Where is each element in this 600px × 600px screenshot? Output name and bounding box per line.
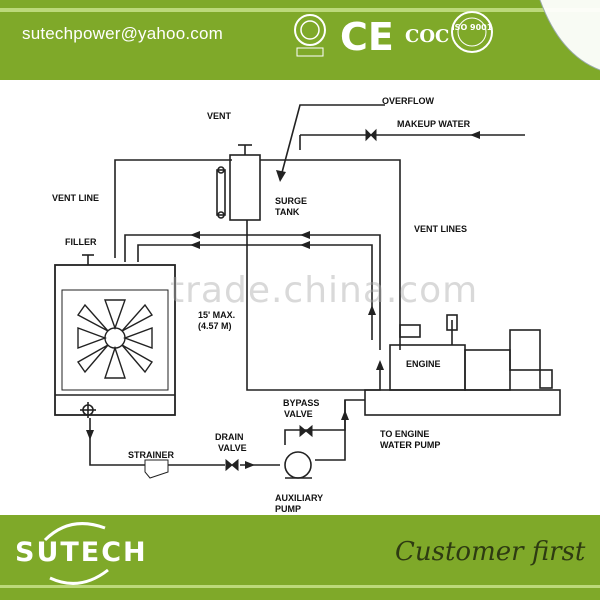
- label-bypass-2: VALVE: [284, 409, 313, 419]
- company-logo: SUTECH: [15, 537, 148, 568]
- label-surge-tank-2: TANK: [275, 207, 300, 217]
- bypass-valve-icon: [299, 424, 313, 438]
- label-overflow: OVERFLOW: [382, 96, 434, 106]
- label-aux-pump-1: AUXILIARY: [275, 493, 324, 503]
- drain-valve-icon: [225, 458, 239, 472]
- label-to-engine-1: TO ENGINE: [380, 429, 430, 439]
- label-aux-pump-2: PUMP: [275, 504, 302, 514]
- svg-text:ISO 9001: ISO 9001: [452, 23, 493, 32]
- label-drain-1: DRAIN: [215, 432, 244, 442]
- label-to-engine-2: WATER PUMP: [380, 440, 441, 450]
- makeup-water-valve-icon: [365, 128, 377, 142]
- label-bypass-1: BYPASS: [283, 398, 320, 408]
- coc-mark-icon: COC: [405, 26, 449, 47]
- iso-9001-icon: ISO 9001: [451, 11, 493, 53]
- label-strainer: STRAINER: [128, 450, 175, 460]
- footer-stripe: [0, 585, 600, 588]
- watermark: trade.china.com: [170, 270, 479, 311]
- ce-mark-icon: CE: [340, 15, 394, 59]
- strainer-icon: [144, 459, 169, 479]
- page-curl-icon: [539, 0, 600, 71]
- certification-icons: CE COC ISO 9001: [294, 0, 600, 71]
- footer-band: [0, 515, 600, 600]
- label-vent-line: VENT LINE: [52, 193, 100, 203]
- sutech-swoosh-icon: [43, 522, 109, 585]
- quality-seal-icon: [294, 14, 326, 57]
- label-max-height-1: 15' MAX.: [198, 310, 236, 320]
- header-band: sutechpower@yahoo.com CE COC ISO 9001: [0, 0, 600, 80]
- label-engine: ENGINE: [406, 359, 441, 369]
- label-vent-lines: VENT LINES: [414, 224, 468, 234]
- label-max-height-2: (4.57 M): [198, 321, 232, 331]
- contact-email[interactable]: sutechpower@yahoo.com: [22, 24, 224, 43]
- label-filler: FILLER: [65, 237, 97, 247]
- label-makeup-water: MAKEUP WATER: [397, 119, 471, 129]
- label-surge-tank-1: SURGE: [275, 196, 308, 206]
- label-drain-2: VALVE: [218, 443, 247, 453]
- header-stripe: [0, 8, 600, 12]
- slogan: Customer first: [395, 537, 586, 567]
- radiator-fan: [76, 299, 154, 379]
- label-vent: VENT: [207, 111, 232, 121]
- radiator: [54, 264, 176, 416]
